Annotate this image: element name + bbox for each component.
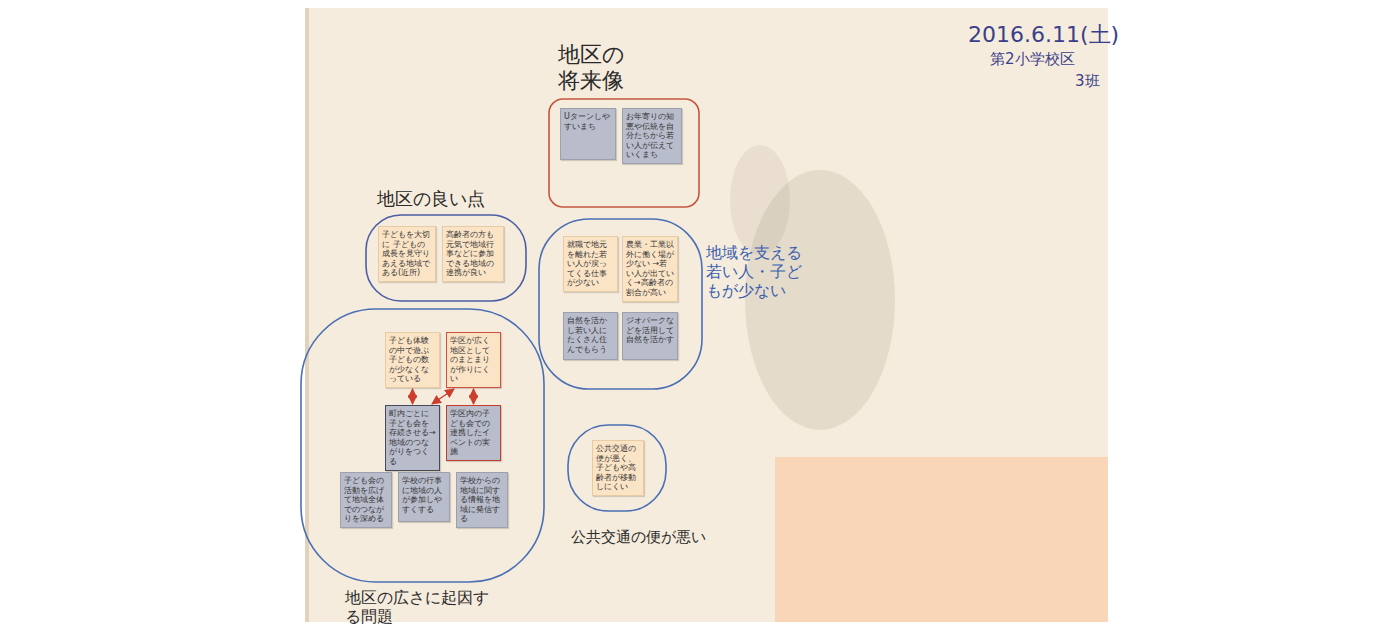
- note-text: 学区内の子ども会での連携したイベントの実施: [450, 409, 497, 457]
- note-text: 自然を活かし若い人にたくさん住んでもらう: [567, 316, 614, 354]
- note-text: 就職で地元を離れた若い人が戻ってくる仕事が少ない: [567, 240, 614, 288]
- group-heading: 地区の将来像: [558, 42, 630, 95]
- arrow-connector: [473, 389, 474, 404]
- sticky-note: ジオパークなどを活用して自然を活かす: [622, 312, 678, 360]
- poster-paper: [305, 8, 1108, 622]
- hand-shadow: [730, 145, 790, 255]
- note-text: 子ども会の活動を広げて地域全体でのつながりを深める: [344, 476, 388, 524]
- sticky-note: お年寄りの知恵や伝統を自分たちから若い人が伝えていくまち: [622, 108, 682, 164]
- note-text: Uターンしやすいまち: [564, 112, 612, 131]
- sticky-note: 学区内の子ども会での連携したイベントの実施: [446, 405, 501, 461]
- sticky-note: 農業・工業以外に働く場が少ない →若い人が出ていく→高齢者の割合が高い: [622, 236, 678, 302]
- group-outline: 地域を支える若い人・子どもが少ない 就職で地元を離れた若い人が戻ってくる仕事が少な…: [538, 218, 813, 398]
- sticky-note: 公共交通の便が悪く、子どもや高齢者が移動しにくい: [592, 440, 644, 496]
- sticky-note: 子どもを大切に 子どもの成長を見守りあえる地域である(近所): [378, 226, 436, 282]
- sticky-note: 就職で地元を離れた若い人が戻ってくる仕事が少ない: [563, 236, 618, 292]
- sticky-note: 子ども会の活動を広げて地域全体でのつながりを深める: [340, 472, 392, 528]
- sticky-note: 子ども体験の中で遊ぶ子どもの数が少なくなっている: [385, 332, 440, 388]
- sticky-note: 学校の行事に地域の人が参加しやすくする: [398, 472, 450, 522]
- paper-edge: [305, 8, 309, 622]
- sticky-note: 町内ごとに子ども会を存続させる→地域のつながりをつくる: [385, 405, 440, 471]
- corner-note: 2016.6.11(土): [968, 20, 1119, 50]
- sticky-note: 自然を活かし若い人にたくさん住んでもらう: [563, 312, 618, 360]
- note-text: 公共交通の便が悪く、子どもや高齢者が移動しにくい: [596, 444, 640, 492]
- note-text: 町内ごとに子ども会を存続させる→地域のつながりをつくる: [389, 409, 436, 467]
- note-text: 子どもを大切に 子どもの成長を見守りあえる地域である(近所): [382, 230, 432, 278]
- group-outline: 公共交通の便が悪い 公共交通の便が悪く、子どもや高齢者が移動しにくい: [563, 420, 733, 552]
- corner-note: 3班: [1075, 72, 1100, 91]
- group-heading: 地域を支える若い人・子どもが少ない: [706, 243, 806, 301]
- note-text: 学校の行事に地域の人が参加しやすくする: [402, 476, 446, 514]
- sticky-note: 学校からの地域に関する情報を地域に発信する: [456, 472, 508, 528]
- note-text: ジオパークなどを活用して自然を活かす: [626, 316, 674, 345]
- group-heading: 地区の広さに起因する問題: [345, 588, 495, 626]
- group-outline: 地区の広さに起因する問題 子ども体験の中で遊ぶ子どもの数が少なくなっている学区が広…: [300, 308, 545, 638]
- corner-note: 第2小学校区: [990, 50, 1075, 69]
- group-heading: 地区の良い点: [377, 188, 527, 210]
- sticky-note: 学区が広く地区としてのまとまりが作りにくい: [446, 332, 501, 388]
- group-outline: 地区の将来像 Uターンしやすいまちお年寄りの知恵や伝統を自分たちから若い人が伝えて…: [540, 40, 715, 212]
- arrow-connector: [432, 389, 454, 404]
- arrow-connector: [412, 389, 413, 404]
- sticky-note: 高齢者の方も元気で地域行事などに参加できる地域の連携が良い: [442, 226, 504, 282]
- note-text: 農業・工業以外に働く場が少ない →若い人が出ていく→高齢者の割合が高い: [626, 240, 674, 298]
- group-outline: 地区の良い点子どもを大切に 子どもの成長を見守りあえる地域である(近所) 高齢者の…: [362, 186, 532, 304]
- note-text: 学区が広く地区としてのまとまりが作りにくい: [450, 336, 497, 384]
- redaction-patch: [775, 457, 1108, 622]
- note-text: 高齢者の方も元気で地域行事などに参加できる地域の連携が良い: [446, 230, 500, 278]
- group-heading: 公共交通の便が悪い: [571, 528, 731, 546]
- sticky-note: Uターンしやすいまち: [560, 108, 616, 160]
- note-text: 学校からの地域に関する情報を地域に発信する: [460, 476, 504, 524]
- note-text: お年寄りの知恵や伝統を自分たちから若い人が伝えていくまち: [626, 112, 678, 160]
- note-text: 子ども体験の中で遊ぶ子どもの数が少なくなっている: [389, 336, 436, 384]
